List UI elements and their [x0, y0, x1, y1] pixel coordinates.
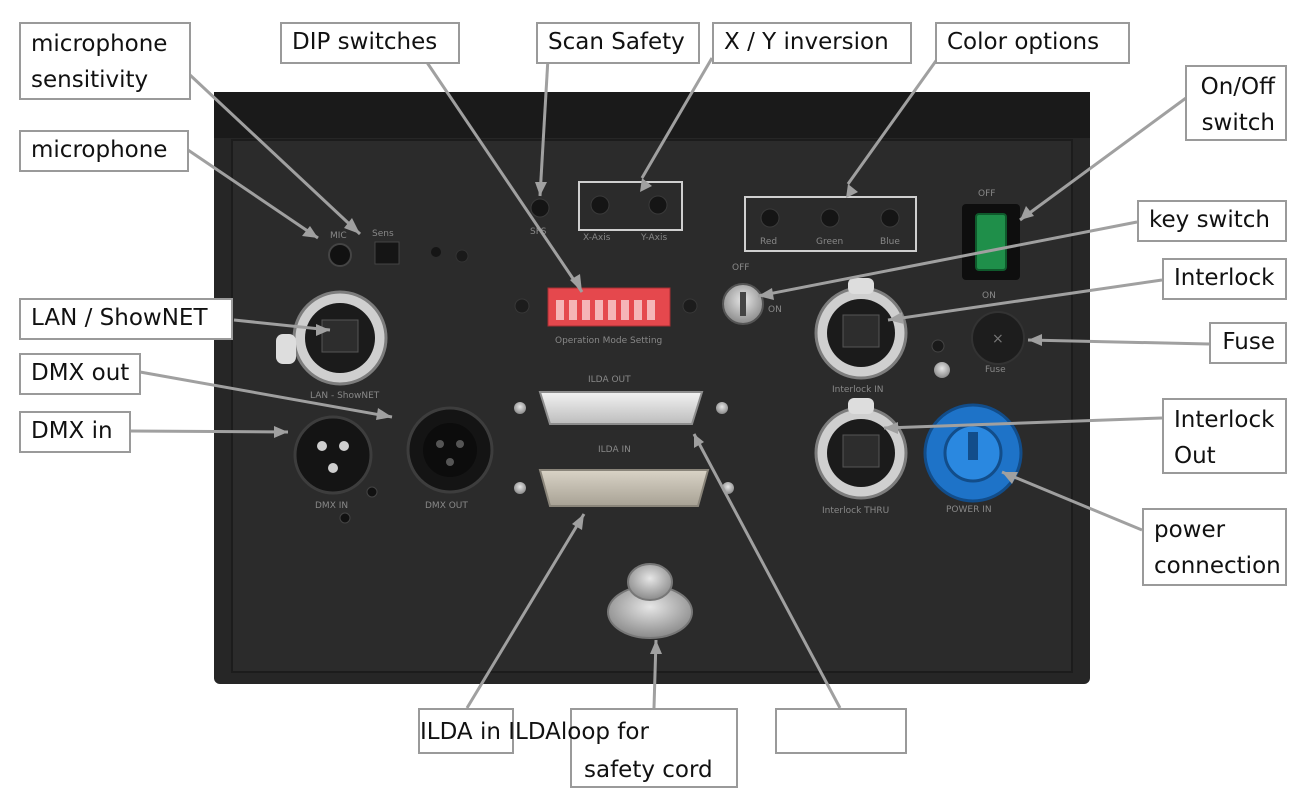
callout-microphone-sensitivity: microphone sensitivity — [19, 22, 191, 100]
key-slot — [740, 292, 746, 316]
ilda-in-screw-left — [514, 482, 526, 494]
x-axis-button — [590, 195, 610, 215]
svg-text:×: × — [992, 331, 1004, 347]
ilda-out-connector — [538, 391, 704, 425]
ilda-out-screw-left — [514, 402, 526, 414]
dip-screw-right — [682, 298, 698, 314]
callout-dmx-in: DMX in — [19, 411, 131, 453]
color-options-group — [744, 196, 917, 252]
fuse-holder — [971, 311, 1025, 365]
callout-empty-box — [775, 708, 907, 754]
x-axis-marking: X-Axis — [583, 233, 611, 243]
green-marking: Green — [816, 237, 843, 247]
blue-marking: Blue — [880, 237, 900, 247]
safety-loop-bolt — [627, 563, 673, 601]
sfs-marking: SFS — [530, 227, 547, 237]
panel-top-rail — [214, 92, 1090, 138]
red-button — [760, 208, 780, 228]
blue-button — [880, 208, 900, 228]
dmx-screw — [366, 486, 378, 498]
on-marking: ON — [982, 291, 996, 301]
ilda-out-marking: ILDA OUT — [588, 375, 631, 385]
y-axis-button — [648, 195, 668, 215]
power-in-marking: POWER IN — [946, 505, 992, 515]
sensitivity-knob — [374, 241, 400, 265]
callout-color-options: Color options — [935, 22, 1130, 64]
dmx-screw-2 — [339, 512, 351, 524]
mic-screw — [431, 247, 441, 257]
callout-fuse: Fuse — [1209, 322, 1287, 364]
ilda-out-screw-right — [716, 402, 728, 414]
callout-key-switch: key switch — [1137, 200, 1287, 242]
interlock-thru-marking: Interlock THRU — [822, 506, 889, 516]
callout-scan-safety: Scan Safety — [536, 22, 700, 64]
arrow-heads — [274, 178, 1042, 654]
microphone-hole — [328, 243, 352, 267]
ground-screw — [934, 362, 950, 378]
key-on-marking: ON — [768, 305, 782, 315]
scan-safety-button — [530, 198, 550, 218]
callout-on-off-switch: On/Off switch — [1185, 65, 1287, 141]
callout-dmx-out: DMX out — [19, 353, 141, 395]
callout-ilda-loop-text: ILDA in ILDAloop for — [420, 719, 649, 745]
callout-safety-cord-text: safety cord — [584, 757, 713, 783]
green-button — [820, 208, 840, 228]
dmx-in-connector — [293, 415, 373, 495]
on-off-switch — [975, 213, 1007, 271]
dmx-in-marking: DMX IN — [315, 501, 348, 511]
callout-ilda-loop — [570, 708, 738, 788]
dip-levers — [556, 300, 655, 320]
callout-lan-shownet: LAN / ShowNET — [19, 298, 233, 340]
dmx-out-marking: DMX OUT — [425, 501, 468, 511]
y-axis-marking: Y-Axis — [640, 233, 667, 243]
callout-ilda-in — [418, 708, 514, 754]
interlock-in-marking: Interlock IN — [832, 385, 884, 395]
op-mode-marking: Operation Mode Setting — [555, 336, 662, 346]
callout-interlock: Interlock — [1162, 258, 1287, 300]
off-marking: OFF — [978, 189, 995, 199]
interlock-in-latch — [848, 278, 874, 294]
xy-inversion-group — [578, 181, 683, 231]
interlock-thru-latch — [848, 398, 874, 414]
dip-screw-left — [514, 298, 530, 314]
fuse-indicator — [931, 339, 945, 353]
callout-dip-switches: DIP switches — [280, 22, 460, 64]
lan-latch — [276, 334, 296, 364]
ilda-in-marking: ILDA IN — [598, 445, 631, 455]
callout-xy-inversion: X / Y inversion — [712, 22, 912, 64]
callout-microphone: microphone — [19, 130, 189, 172]
leader-lines — [129, 57, 1210, 709]
mic-marking: MIC — [330, 231, 347, 241]
lan-marking: LAN - ShowNET — [310, 391, 380, 401]
callout-power-connection: power connection — [1142, 508, 1287, 586]
fuse-marking: Fuse — [985, 365, 1006, 375]
callout-interlock-out: Interlock Out — [1162, 398, 1287, 474]
key-off-marking: OFF — [732, 263, 749, 273]
ilda-in-connector — [538, 469, 710, 507]
mic-screw-2 — [455, 249, 469, 263]
sens-marking: Sens — [372, 229, 394, 239]
red-marking: Red — [760, 237, 777, 247]
